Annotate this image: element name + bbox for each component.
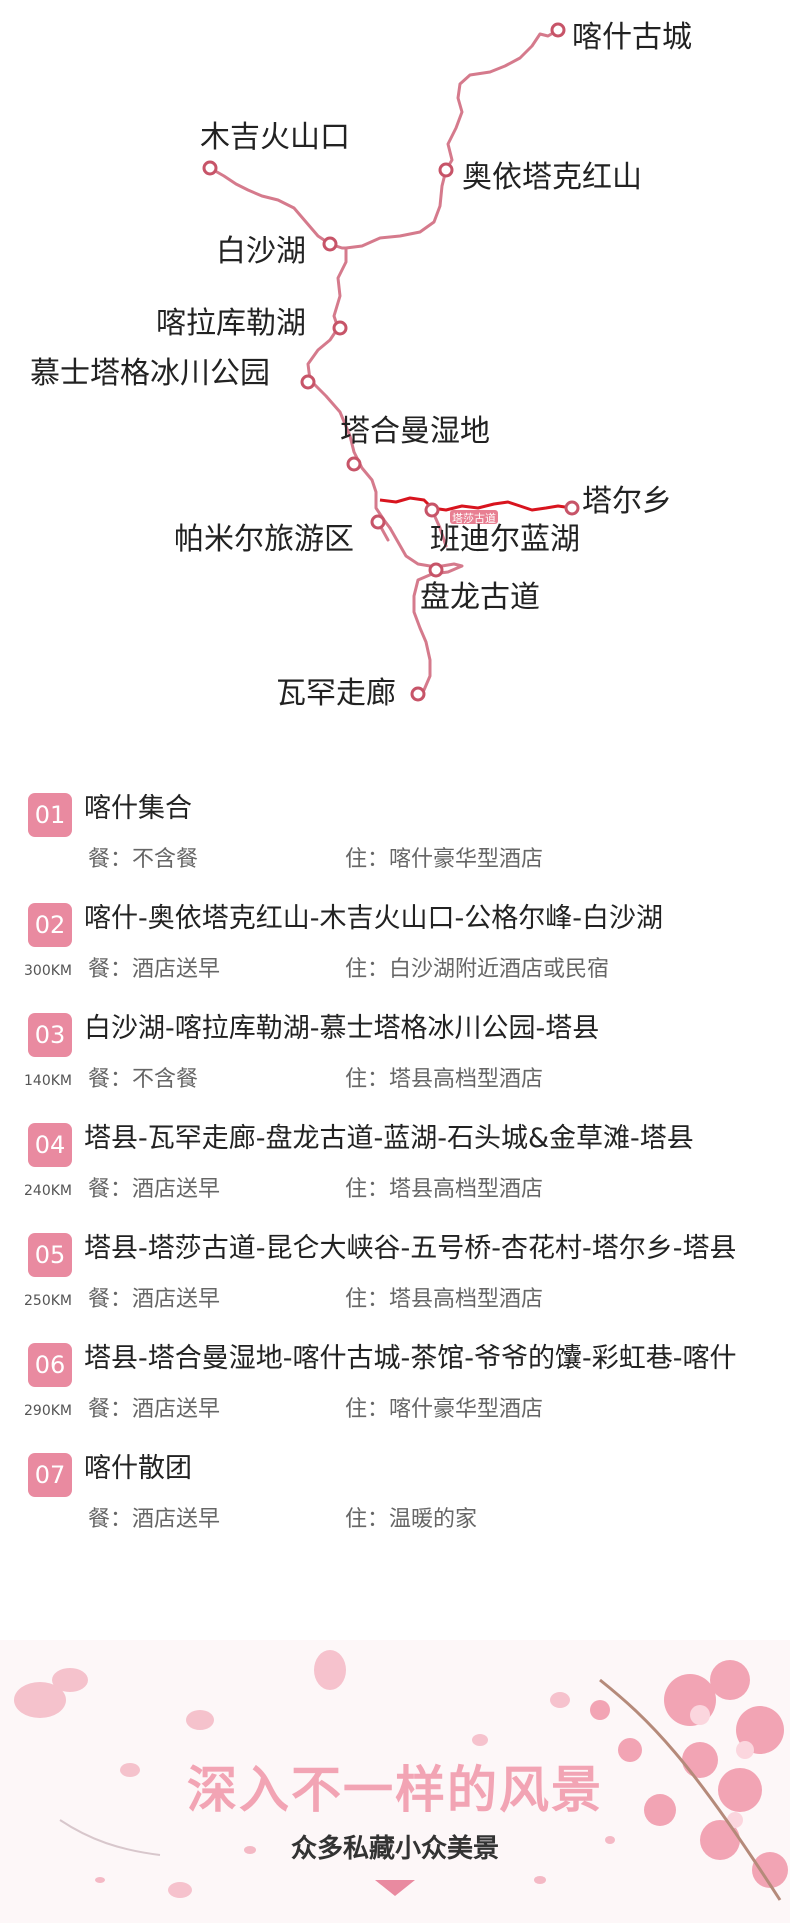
map-label-oytag: 奥依塔克红山 xyxy=(462,160,642,195)
dot-pamir xyxy=(370,514,386,530)
route-map xyxy=(202,22,580,702)
day-number-badge: 06 xyxy=(28,1343,72,1387)
itinerary-list: 01 喀什集合 餐：不含餐 住：喀什豪华型酒店 02 喀什-奥依塔克红山-木吉火… xyxy=(0,785,790,1555)
tasha-road-line xyxy=(379,496,573,512)
map-label-wakhan: 瓦罕走廊 xyxy=(276,676,396,711)
dot-kashgar xyxy=(550,22,566,38)
day-stay: 住：塔县高档型酒店 xyxy=(345,1287,544,1312)
day-distance: 300KM xyxy=(24,963,72,979)
itinerary-day: 06 塔县-塔合曼湿地-喀什古城-茶馆-爷爷的馕-彩虹巷-喀什 290KM 餐：… xyxy=(0,1335,790,1445)
day-distance: 250KM xyxy=(24,1293,72,1309)
itinerary-day: 07 喀什散团 餐：酒店送早 住：温暖的家 xyxy=(0,1445,790,1555)
dot-muztagh xyxy=(300,374,316,390)
itinerary-day: 03 白沙湖-喀拉库勒湖-慕士塔格冰川公园-塔县 140KM 餐：不含餐 住：塔… xyxy=(0,1005,790,1115)
map-label-taer: 塔尔乡 xyxy=(582,484,672,519)
day-stay: 住：喀什豪华型酒店 xyxy=(345,847,544,872)
day-title: 塔县-塔合曼湿地-喀什古城-茶馆-爷爷的馕-彩虹巷-喀什 xyxy=(84,1343,737,1374)
route-line-main xyxy=(306,242,392,530)
tasha-road-tag xyxy=(450,510,498,524)
itinerary-day: 04 塔县-瓦罕走廊-盘龙古道-蓝湖-石头城&金草滩-塔县 240KM 餐：酒店… xyxy=(0,1115,790,1225)
map-label-taheman: 塔合曼湿地 xyxy=(340,414,490,449)
day-meal: 餐：不含餐 xyxy=(88,847,199,872)
map-label-muji: 木吉火山口 xyxy=(200,120,350,155)
dot-wakhan xyxy=(410,686,426,702)
day-distance: 290KM xyxy=(24,1403,72,1419)
day-stay: 住：温暖的家 xyxy=(345,1507,478,1532)
day-distance: 240KM xyxy=(24,1183,72,1199)
dot-taheman xyxy=(346,456,362,472)
scenery-banner: 深入不一样的风景 众多私藏小众美景 xyxy=(0,1640,790,1923)
day-title: 塔县-瓦罕走廊-盘龙古道-蓝湖-石头城&金草滩-塔县 xyxy=(84,1123,694,1154)
dot-panlong xyxy=(428,562,444,578)
day-meal: 餐：不含餐 xyxy=(88,1067,199,1092)
map-label-baisha: 白沙湖 xyxy=(216,234,306,269)
day-distance: 140KM xyxy=(24,1073,72,1089)
day-meal: 餐：酒店送早 xyxy=(88,957,221,982)
day-stay: 住：塔县高档型酒店 xyxy=(345,1177,544,1202)
itinerary-day: 01 喀什集合 餐：不含餐 住：喀什豪华型酒店 xyxy=(0,785,790,895)
day-meal: 餐：酒店送早 xyxy=(88,1397,221,1422)
day-meal: 餐：酒店送早 xyxy=(88,1287,221,1312)
day-meal: 餐：酒店送早 xyxy=(88,1507,221,1532)
day-number-badge: 03 xyxy=(28,1013,72,1057)
route-line-muji xyxy=(208,166,332,246)
day-stay: 住：白沙湖附近酒店或民宿 xyxy=(345,957,610,982)
day-stay: 住：喀什豪华型酒店 xyxy=(345,1397,544,1422)
day-title: 喀什集合 xyxy=(84,793,192,824)
map-label-karakul: 喀拉库勒湖 xyxy=(156,306,306,341)
map-label-muztagh: 慕士塔格冰川公园 xyxy=(30,356,270,391)
route-line-oytag xyxy=(344,168,448,250)
day-title: 塔县-塔莎古道-昆仑大峡谷-五号桥-杏花村-塔尔乡-塔县 xyxy=(84,1233,737,1264)
day-number-badge: 02 xyxy=(28,903,72,947)
route-line-kashgar xyxy=(444,28,560,172)
banner-title: 深入不一样的风景 xyxy=(187,1760,603,1819)
map-label-panlong: 盘龙古道 xyxy=(420,580,540,615)
itinerary-day: 05 塔县-塔莎古道-昆仑大峡谷-五号桥-杏花村-塔尔乡-塔县 250KM 餐：… xyxy=(0,1225,790,1335)
map-label-kashgar: 喀什古城 xyxy=(572,20,692,55)
cherry-blossom-background xyxy=(0,1640,790,1923)
dot-baisha xyxy=(322,236,338,252)
itinerary-day: 02 喀什-奥依塔克红山-木吉火山口-公格尔峰-白沙湖 300KM 餐：酒店送早… xyxy=(0,895,790,1005)
map-label-pamir: 帕米尔旅游区 xyxy=(174,522,354,557)
day-number-badge: 07 xyxy=(28,1453,72,1497)
dot-oytag xyxy=(438,162,454,178)
day-meal: 餐：酒店送早 xyxy=(88,1177,221,1202)
day-title: 白沙湖-喀拉库勒湖-慕士塔格冰川公园-塔县 xyxy=(84,1013,600,1044)
dot-tasha xyxy=(424,502,440,518)
day-number-badge: 05 xyxy=(28,1233,72,1277)
day-number-badge: 01 xyxy=(28,793,72,837)
day-title: 喀什-奥依塔克红山-木吉火山口-公格尔峰-白沙湖 xyxy=(84,903,663,934)
day-number-badge: 04 xyxy=(28,1123,72,1167)
dot-karakul xyxy=(332,320,348,336)
down-arrow-icon xyxy=(375,1880,415,1896)
map-label-lanhu: 班迪尔蓝湖 xyxy=(430,522,580,557)
banner-subtitle: 众多私藏小众美景 xyxy=(290,1834,499,1864)
dot-muji xyxy=(202,160,218,176)
dot-taer xyxy=(564,500,580,516)
tasha-road-label: 塔莎古道 xyxy=(452,512,496,525)
day-stay: 住：塔县高档型酒店 xyxy=(345,1067,544,1092)
day-title: 喀什散团 xyxy=(84,1453,192,1484)
